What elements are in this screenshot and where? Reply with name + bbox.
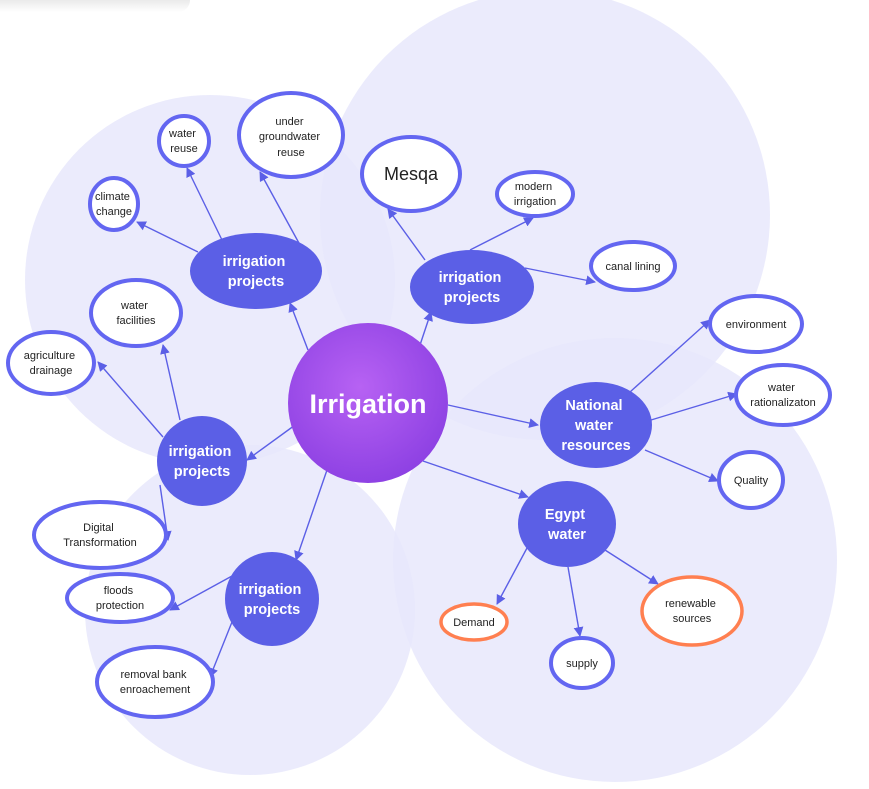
- leaf-environment[interactable]: environment: [708, 294, 804, 354]
- svg-text:water facilities: water facilities: [116, 300, 156, 327]
- edges: [97, 167, 738, 678]
- leaf-floods-protection-line2: protection: [96, 600, 144, 612]
- leaf-removal-bank-line1: removal bank: [120, 669, 187, 681]
- topic-egypt-line2: water: [547, 527, 586, 543]
- leaf-canal-lining[interactable]: canal lining: [589, 240, 677, 292]
- central-label: Irrigation: [309, 389, 426, 419]
- leaf-demand-label: Demand: [453, 617, 495, 629]
- leaf-removal-bank-enroachement[interactable]: removal bank enroachement: [95, 645, 215, 719]
- svg-text:water rationalizaton: water rationalizaton: [750, 382, 815, 409]
- leaf-renewable-sources-line2: sources: [673, 613, 712, 625]
- leaf-digital-transformation-line1: Digital: [83, 522, 114, 534]
- topic-top-right-line1: irrigation: [439, 270, 502, 286]
- topic-national-line3: resources: [561, 438, 630, 454]
- svg-text:removal bank enroachemen: removal bank enroachement: [120, 669, 190, 696]
- leaf-water-facilities-line2: facilities: [116, 315, 156, 327]
- leaf-modern-irrigation-line1: modern: [515, 181, 552, 193]
- topic-bottom-left-line1: irrigation: [239, 582, 302, 598]
- leaf-quality[interactable]: Quality: [717, 450, 785, 510]
- svg-text:agriculture drainage: agriculture drainage: [24, 350, 78, 377]
- leaf-mesqa[interactable]: Mesqa: [360, 135, 462, 213]
- leaf-quality-label: Quality: [734, 475, 769, 487]
- topic-mid-left-line1: irrigation: [169, 444, 232, 460]
- leaf-modern-irrigation[interactable]: modern irrigation: [495, 170, 575, 218]
- topic-mid-left-line2: projects: [174, 464, 230, 480]
- bg-circle-bottom-right: [393, 338, 837, 782]
- svg-text:under groundwater: under groundwater reuse: [259, 116, 323, 159]
- topic-top-left[interactable]: irrigation projects: [190, 233, 322, 309]
- topic-top-right[interactable]: irrigation projects: [410, 250, 534, 324]
- leaf-groundwater-line3: reuse: [277, 147, 305, 159]
- leaf-environment-label: environment: [726, 319, 787, 331]
- topic-bottom-left[interactable]: irrigation projects: [225, 552, 319, 646]
- leaf-water-reuse-line1: water: [168, 128, 196, 140]
- svg-text:irrigation projects: irrigation projects: [439, 270, 506, 306]
- leaf-canal-lining-label: canal lining: [605, 261, 660, 273]
- topic-egypt-water[interactable]: Egypt water: [518, 481, 616, 567]
- leaf-groundwater-line1: under: [275, 116, 303, 128]
- leaf-climate-change-line2: change: [96, 206, 132, 218]
- topic-bottom-left-line2: projects: [244, 602, 300, 618]
- svg-text:irrigation projects: irrigation projects: [223, 254, 290, 290]
- leaf-agriculture-drainage-line1: agriculture: [24, 350, 75, 362]
- leaf-floods-protection-line1: floods: [104, 585, 134, 597]
- leaf-under-groundwater-reuse[interactable]: under groundwater reuse: [237, 91, 345, 179]
- leaf-demand[interactable]: Demand: [439, 602, 509, 642]
- svg-text:irrigation projects: irrigation projects: [169, 444, 236, 480]
- svg-text:floods protection: floods protection: [96, 585, 144, 612]
- leaf-water-facilities-line1: water: [120, 300, 148, 312]
- leaf-digital-transformation[interactable]: Digital Transformation: [32, 500, 168, 570]
- leaf-renewable-sources-line1: renewable: [665, 598, 716, 610]
- leaf-water-reuse[interactable]: water reuse: [157, 114, 211, 168]
- svg-text:climate change: climate change: [95, 191, 133, 218]
- svg-text:irrigation projects: irrigation projects: [239, 582, 306, 618]
- leaf-groundwater-line2: groundwater: [259, 131, 320, 143]
- topic-top-left-line1: irrigation: [223, 254, 286, 270]
- top-shadow-decoration: [0, 0, 190, 12]
- svg-text:renewable sources: renewable sources: [665, 598, 719, 625]
- leaf-agriculture-drainage-line2: drainage: [30, 365, 73, 377]
- svg-text:modern irrigation: modern irrigation: [514, 181, 556, 208]
- leaf-water-rationalization[interactable]: water rationalizaton: [734, 363, 832, 427]
- topic-national-line2: water: [574, 418, 613, 434]
- leaf-water-rationalization-line2: rationalizaton: [750, 397, 815, 409]
- leaf-modern-irrigation-line2: irrigation: [514, 196, 556, 208]
- leaf-digital-transformation-line2: Transformation: [63, 537, 137, 549]
- leaf-supply[interactable]: supply: [549, 636, 615, 690]
- leaf-renewable-sources[interactable]: renewable sources: [640, 575, 744, 647]
- svg-text:Digital Transformation: Digital Transformation: [63, 522, 137, 549]
- topic-national-line1: National: [565, 398, 622, 414]
- svg-text:water reuse: water reuse: [168, 128, 199, 155]
- leaf-climate-change-line1: climate: [95, 191, 130, 203]
- central-node[interactable]: Irrigation: [288, 323, 448, 483]
- leaf-climate-change[interactable]: climate change: [88, 176, 140, 232]
- topic-mid-left[interactable]: irrigation projects: [157, 416, 247, 506]
- leaf-water-facilities[interactable]: water facilities: [89, 278, 183, 348]
- topic-national-water-resources[interactable]: National water resources: [540, 382, 652, 468]
- leaf-removal-bank-line2: enroachement: [120, 684, 190, 696]
- topic-top-right-line2: projects: [444, 290, 500, 306]
- leaf-water-rationalization-line1: water: [767, 382, 795, 394]
- svg-text:Egypt water: Egypt water: [545, 507, 589, 543]
- topic-top-left-line2: projects: [228, 274, 284, 290]
- bg-circle-top-right: [320, 0, 770, 440]
- leaf-supply-label: supply: [566, 658, 598, 670]
- leaf-floods-protection[interactable]: floods protection: [65, 572, 175, 624]
- topic-egypt-line1: Egypt: [545, 507, 585, 523]
- svg-text:National water res: National water resources: [561, 398, 630, 454]
- leaf-mesqa-label: Mesqa: [384, 164, 439, 184]
- leaf-water-reuse-line2: reuse: [170, 143, 198, 155]
- leaf-agriculture-drainage[interactable]: agriculture drainage: [6, 330, 96, 396]
